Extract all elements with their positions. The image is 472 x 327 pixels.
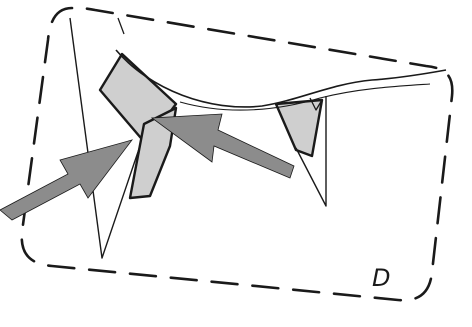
sheet-edge-inner [179, 83, 431, 111]
sheet-edge [115, 49, 447, 108]
crease-notch [309, 97, 323, 111]
crease-tick-top [117, 17, 125, 35]
left-arrow-icon [0, 139, 134, 221]
panel-label: D [372, 264, 390, 292]
dashed-frame [20, 6, 454, 302]
right-arrow-icon [150, 113, 295, 179]
crease-line-right [295, 96, 327, 207]
lower-flap [128, 106, 178, 200]
crease-line-left [69, 17, 141, 259]
